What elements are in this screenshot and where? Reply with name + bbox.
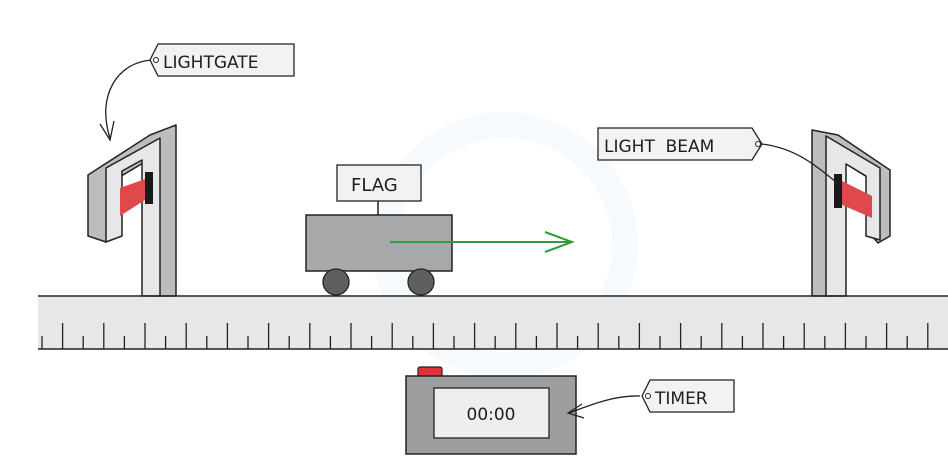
trolley-wheel-left xyxy=(322,268,350,296)
trolley-wheel-right xyxy=(407,268,435,296)
left-light-beam xyxy=(120,178,148,216)
motion-arrow-head xyxy=(544,231,575,253)
light-beam-tag xyxy=(597,127,763,161)
right-light-beam xyxy=(840,180,872,218)
flag-tag xyxy=(336,164,422,202)
timer-pointer-arrowhead xyxy=(566,403,585,419)
timer-screen xyxy=(433,387,550,439)
trolley: FLAG xyxy=(305,164,575,296)
timer-tag xyxy=(641,379,735,413)
flag-label: FLAG xyxy=(351,175,398,196)
light-beam-label: LIGHT BEAM xyxy=(604,137,714,157)
track-ruler xyxy=(38,295,948,350)
timer-display: 00:00 xyxy=(467,405,516,425)
lightgate-pointer-arrowhead xyxy=(99,120,115,142)
light-beam-pointer xyxy=(761,143,837,183)
lightgate-pointer xyxy=(105,59,153,139)
lightgate-label: LIGHTGATE xyxy=(163,53,258,73)
left-lightgate xyxy=(87,124,177,297)
left-sensor xyxy=(145,172,153,204)
ruler-ticks xyxy=(41,323,929,349)
right-lightgate xyxy=(811,129,891,297)
stopwatch: 00:00 xyxy=(405,366,577,455)
timer-pointer xyxy=(568,395,641,414)
timer-label: TIMER xyxy=(654,389,708,409)
lightgate-tag xyxy=(149,43,295,77)
ruler-strip xyxy=(38,297,948,349)
left-gate-side-face xyxy=(87,124,177,297)
right-sensor xyxy=(834,174,842,208)
